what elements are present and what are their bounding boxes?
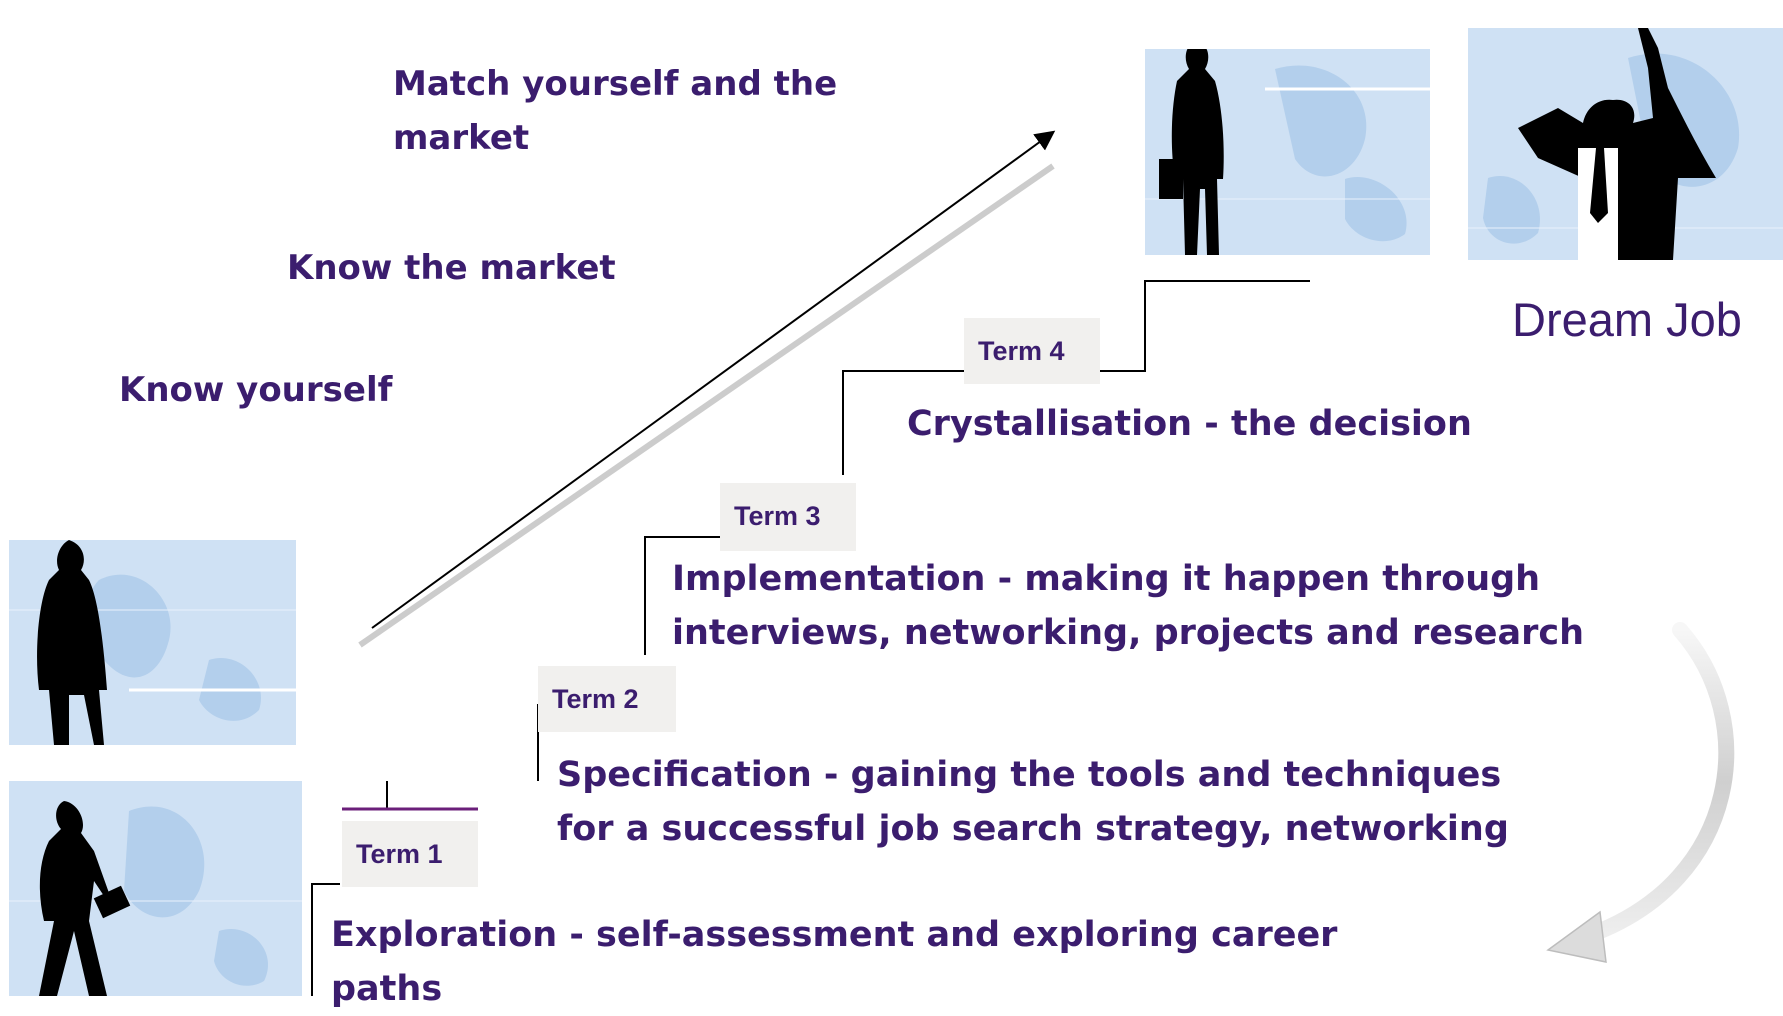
term-4-label: Term 4 bbox=[964, 318, 1100, 384]
step-line-5 bbox=[1100, 280, 1310, 372]
step-line-1 bbox=[311, 883, 340, 996]
progress-arrow-icon bbox=[358, 130, 1056, 648]
heading-know-market: Know the market bbox=[287, 248, 616, 288]
term-2-label: Term 2 bbox=[538, 666, 676, 732]
term-2-description: Specification - gaining the tools and te… bbox=[557, 755, 1509, 849]
term-4-description: Crystallisation - the decision bbox=[907, 404, 1472, 444]
term-1-description: Exploration - self-assessment and explor… bbox=[331, 915, 1338, 1009]
businesswoman-map-icon bbox=[9, 540, 296, 745]
heading-know-yourself: Know yourself bbox=[119, 370, 393, 410]
dream-job-label: Dream Job bbox=[1512, 293, 1742, 346]
walking-businessman-map-icon bbox=[9, 781, 302, 996]
cycle-arrow-icon bbox=[1546, 622, 1735, 963]
celebrating-businessman-map-icon bbox=[1468, 28, 1783, 260]
term-1-label: Term 1 bbox=[342, 821, 478, 887]
term-3-description: Implementation - making it happen throug… bbox=[672, 559, 1585, 653]
step-line-4 bbox=[842, 370, 964, 475]
standing-businesswoman-map-icon bbox=[1145, 49, 1430, 255]
step-line-3 bbox=[644, 536, 720, 655]
heading-match-market: Match yourself and the market bbox=[393, 64, 838, 158]
term-3-label: Term 3 bbox=[720, 483, 856, 551]
